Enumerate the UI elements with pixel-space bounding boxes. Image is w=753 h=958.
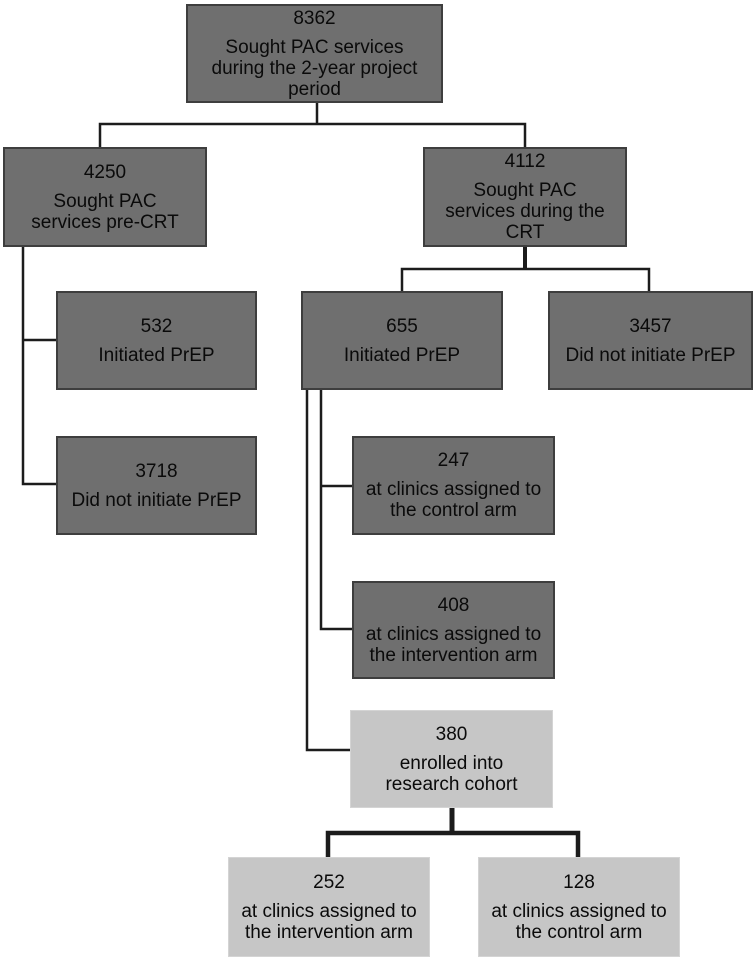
node-crt-initiated-prep: 655 Initiated PrEP (301, 291, 503, 390)
node-label: Did not initiate PrEP (71, 489, 242, 511)
node-pre-crt-initiated-prep: 532 Initiated PrEP (56, 291, 257, 390)
node-count: 3718 (135, 460, 178, 482)
node-count: 3457 (629, 315, 672, 337)
node-during-crt: 4112 Sought PAC services during the CRT (423, 147, 627, 247)
node-count: 8362 (293, 7, 336, 29)
node-pre-crt-not-initiated-prep: 3718 Did not initiate PrEP (56, 436, 257, 535)
node-label: enrolled into research cohort (385, 752, 518, 795)
node-pre-crt: 4250 Sought PAC services pre-CRT (3, 147, 207, 247)
node-label: at clinics assigned to the intervention … (365, 623, 542, 666)
node-count: 408 (437, 594, 470, 616)
node-count: 4112 (504, 151, 546, 172)
node-label: Sought PAC services during the 2-year pr… (211, 36, 418, 100)
node-label: Sought PAC services pre-CRT (31, 190, 179, 233)
node-sought-pac-total: 8362 Sought PAC services during the 2-ye… (186, 4, 443, 103)
node-count: 128 (563, 871, 595, 893)
node-count: 252 (313, 871, 345, 893)
node-label: Sought PAC services during the CRT (445, 180, 605, 243)
node-label: Initiated PrEP (98, 344, 215, 366)
node-label: Initiated PrEP (343, 344, 461, 366)
node-crt-not-initiated-prep: 3457 Did not initiate PrEP (548, 291, 753, 390)
node-count: 532 (140, 315, 173, 337)
node-crt-control-arm-clinics: 247 at clinics assigned to the control a… (352, 436, 555, 535)
node-cohort-control-arm: 128 at clinics assigned to the control a… (478, 857, 680, 957)
node-crt-intervention-arm-clinics: 408 at clinics assigned to the intervent… (352, 581, 555, 679)
node-label: at clinics assigned to the control arm (365, 479, 542, 521)
node-label: Did not initiate PrEP (565, 344, 736, 366)
node-count: 247 (437, 450, 470, 471)
node-count: 380 (435, 723, 468, 745)
node-count: 4250 (83, 161, 127, 183)
node-label: at clinics assigned to the intervention … (241, 900, 417, 943)
node-enrolled-research-cohort: 380 enrolled into research cohort (350, 710, 553, 808)
node-cohort-intervention-arm: 252 at clinics assigned to the intervent… (228, 857, 430, 957)
node-count: 655 (386, 315, 418, 337)
node-label: at clinics assigned to the control arm (491, 900, 667, 943)
